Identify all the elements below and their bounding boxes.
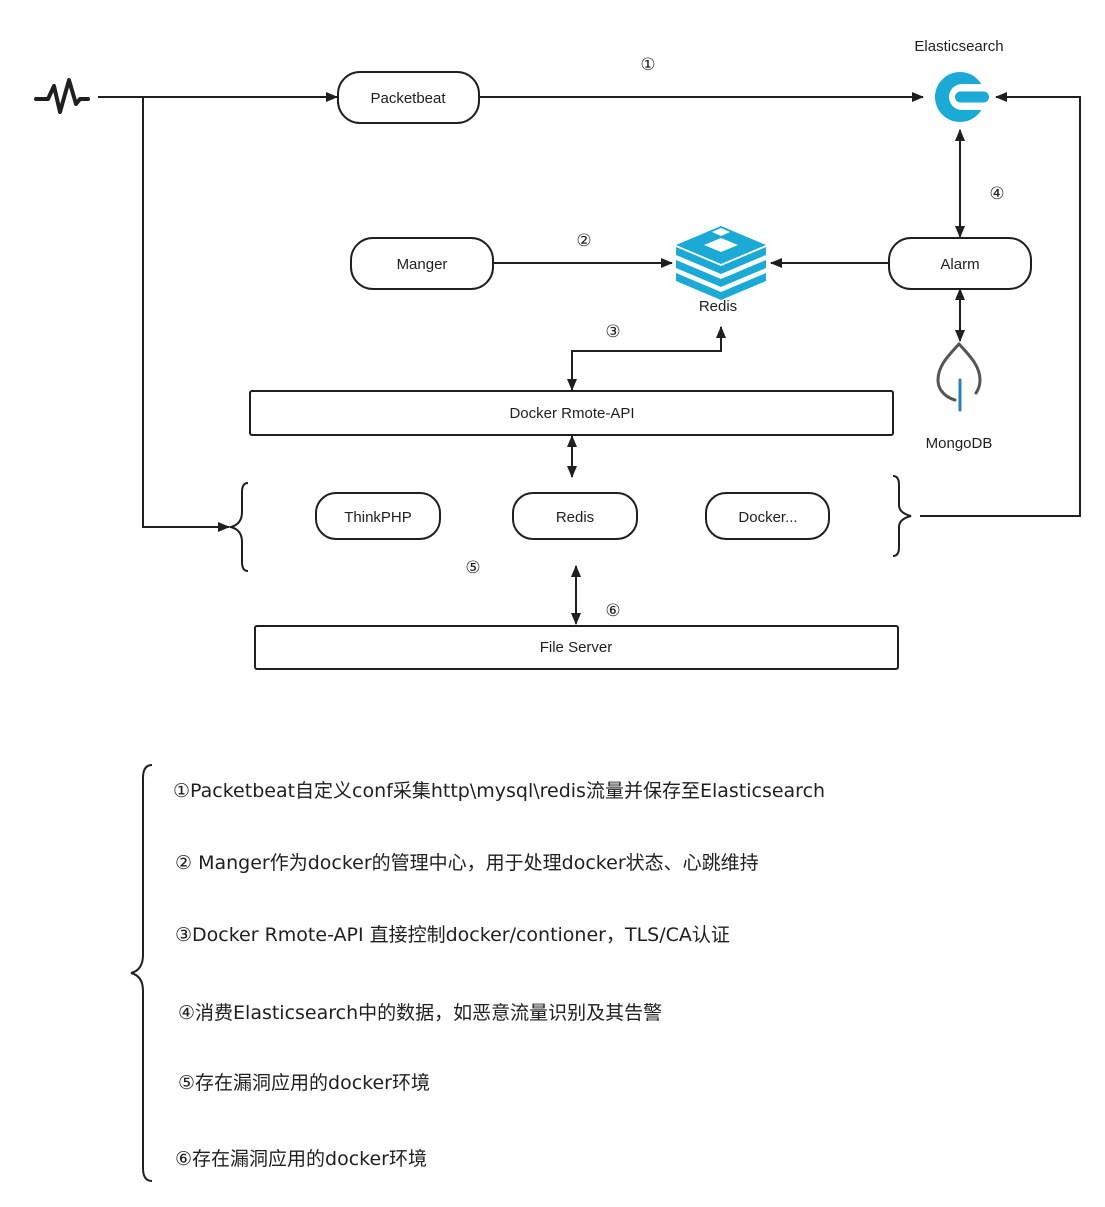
docker-more-node: Docker... bbox=[705, 492, 830, 540]
notes-brace bbox=[130, 764, 153, 1182]
redis-container-node: Redis bbox=[512, 492, 638, 540]
redis-container-label: Redis bbox=[556, 509, 594, 526]
docker-api-label: Docker Rmote-API bbox=[509, 405, 634, 422]
redis-logo-icon bbox=[676, 226, 766, 300]
redis-label: Redis bbox=[699, 298, 737, 315]
thinkphp-label: ThinkPHP bbox=[344, 509, 412, 526]
alarm-node: Alarm bbox=[888, 237, 1032, 290]
manger-label: Manger bbox=[397, 256, 448, 273]
alarm-label: Alarm bbox=[940, 256, 979, 273]
step-marker-4: ④ bbox=[989, 184, 1004, 204]
step-marker-1: ① bbox=[640, 55, 655, 75]
note-3: ③Docker Rmote-API 直接控制docker/contioner，T… bbox=[175, 924, 730, 946]
docker-more-label: Docker... bbox=[738, 509, 797, 526]
edge-redis-dockerapi bbox=[567, 326, 726, 391]
note-1: ①Packetbeat自定义conf采集http\mysql\redis流量并保… bbox=[173, 780, 826, 802]
step-marker-2: ② bbox=[576, 231, 591, 251]
elasticsearch-label: Elasticsearch bbox=[914, 38, 1003, 55]
mongodb-leaf-icon bbox=[936, 342, 982, 412]
packetbeat-label: Packetbeat bbox=[370, 90, 446, 107]
note-6: ⑥存在漏洞应用的docker环境 bbox=[175, 1148, 427, 1170]
edge-containers-elasticsearch bbox=[920, 92, 1081, 517]
note-4: ④消费Elasticsearch中的数据，如恶意流量识别及其告警 bbox=[178, 1002, 663, 1024]
edge-pulse-containers bbox=[142, 97, 230, 532]
note-5: ⑤存在漏洞应用的docker环境 bbox=[178, 1072, 430, 1094]
step-marker-5: ⑤ bbox=[465, 558, 480, 578]
file-server-node: File Server bbox=[254, 625, 899, 670]
step-marker-6: ⑥ bbox=[605, 601, 620, 621]
container-group-brace-right bbox=[892, 475, 912, 557]
packetbeat-node: Packetbeat bbox=[337, 71, 480, 124]
container-group-brace-left bbox=[227, 482, 249, 572]
manger-node: Manger bbox=[350, 237, 494, 290]
docker-api-node: Docker Rmote-API bbox=[249, 390, 894, 436]
mongodb-label: MongoDB bbox=[926, 435, 993, 452]
connectors bbox=[98, 92, 1081, 625]
elasticsearch-logo-icon bbox=[935, 72, 989, 122]
step-marker-3: ③ bbox=[605, 322, 620, 342]
note-2: ② Manger作为docker的管理中心，用于处理docker状态、心跳维持 bbox=[175, 852, 759, 874]
thinkphp-node: ThinkPHP bbox=[315, 492, 441, 540]
pulse-icon bbox=[34, 78, 90, 114]
file-server-label: File Server bbox=[540, 639, 613, 656]
